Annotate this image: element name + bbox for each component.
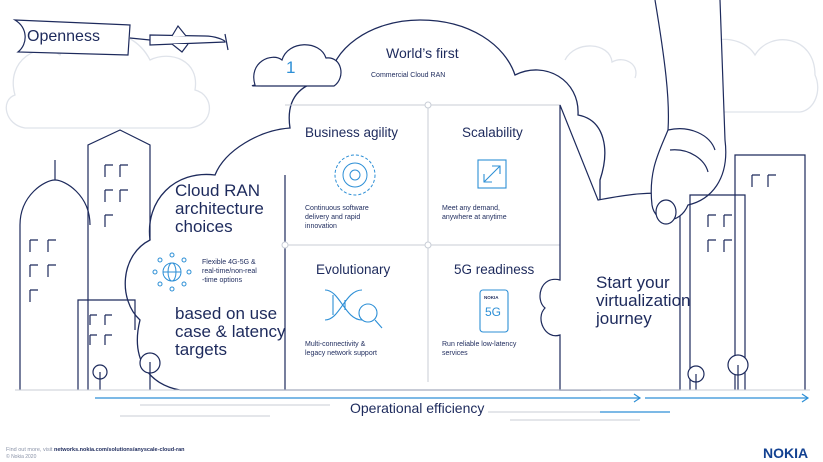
right-buildings	[689, 154, 806, 390]
quadrant-evolutionary-desc-2: legacy network support	[305, 350, 377, 357]
main-cloud-outline	[124, 19, 606, 391]
phone-5g-label: 5G	[485, 305, 502, 319]
plane-banner	[12, 19, 229, 56]
hero-title: World’s first	[386, 45, 459, 61]
hero-subtitle: Commercial Cloud RAN	[371, 72, 446, 79]
phone-brand-label: NOKIA	[484, 295, 499, 300]
quadrant-scalability-desc-2: anywhere at anytime	[442, 214, 507, 221]
quadrant-evolutionary-title: Evolutionary	[316, 262, 391, 277]
journey-line-3: journey	[596, 309, 652, 328]
architecture-title-line-1: Cloud RAN	[175, 181, 261, 200]
journey-line-1: Start your	[596, 273, 670, 292]
architecture-options-line-3: -time options	[202, 277, 243, 284]
globe-network-icon	[152, 252, 192, 292]
number-cloud	[251, 44, 342, 87]
operational-efficiency-label: Operational efficiency	[346, 400, 489, 417]
efficiency-arrows	[95, 393, 810, 413]
nokia-logo: NOKIA	[763, 445, 809, 461]
left-buildings	[19, 129, 151, 390]
architecture-footer-line-2: case & latency	[175, 322, 286, 341]
quadrant-5g-readiness-desc-2: services	[442, 350, 468, 357]
gear-cycle-icon	[334, 154, 376, 196]
quadrant-business-agility-title: Business agility	[305, 125, 399, 140]
quadrant-business-agility-desc-2: delivery and rapid	[305, 214, 361, 221]
phone-5g-icon	[479, 289, 509, 333]
footer-copyright: © Nokia 2020	[6, 454, 37, 460]
quadrant-5g-readiness-title: 5G readiness	[454, 262, 535, 277]
quadrant-business-agility-desc-3: innovation	[305, 223, 337, 230]
dna-magnifier-icon	[324, 289, 383, 329]
scale-arrow-icon	[477, 159, 507, 189]
quadrant-5g-readiness-desc-1: Run reliable low-latency	[442, 341, 517, 348]
trees	[92, 352, 749, 390]
architecture-footer-line-3: targets	[175, 340, 227, 359]
architecture-options-line-1: Flexible 4G-5G &	[202, 259, 256, 266]
journey-line-2: virtualization	[596, 291, 691, 310]
architecture-title-line-3: choices	[175, 217, 233, 236]
quadrant-scalability-desc-1: Meet any demand,	[442, 205, 500, 212]
footer-link[interactable]: networks.nokia.com/solutions/anyscale-cl…	[54, 447, 185, 453]
quadrant-business-agility-desc-1: Continuous software	[305, 205, 369, 212]
hero-number: 1	[286, 58, 296, 77]
hand-illustration	[650, 0, 727, 225]
footer-text: Find out more, visit networks.nokia.com/…	[6, 447, 185, 453]
journey-puzzle-piece	[539, 104, 681, 391]
quadrant-evolutionary-desc-1: Multi-connectivity &	[305, 341, 366, 348]
architecture-footer-line-1: based on use	[175, 304, 278, 323]
architecture-options-line-2: real-time/non-real	[202, 268, 257, 275]
quadrant-scalability-title: Scalability	[462, 125, 523, 140]
architecture-title-line-2: architecture	[175, 199, 264, 218]
openness-banner-label: Openness	[27, 28, 100, 45]
footer-prefix: Find out more, visit	[6, 447, 54, 453]
